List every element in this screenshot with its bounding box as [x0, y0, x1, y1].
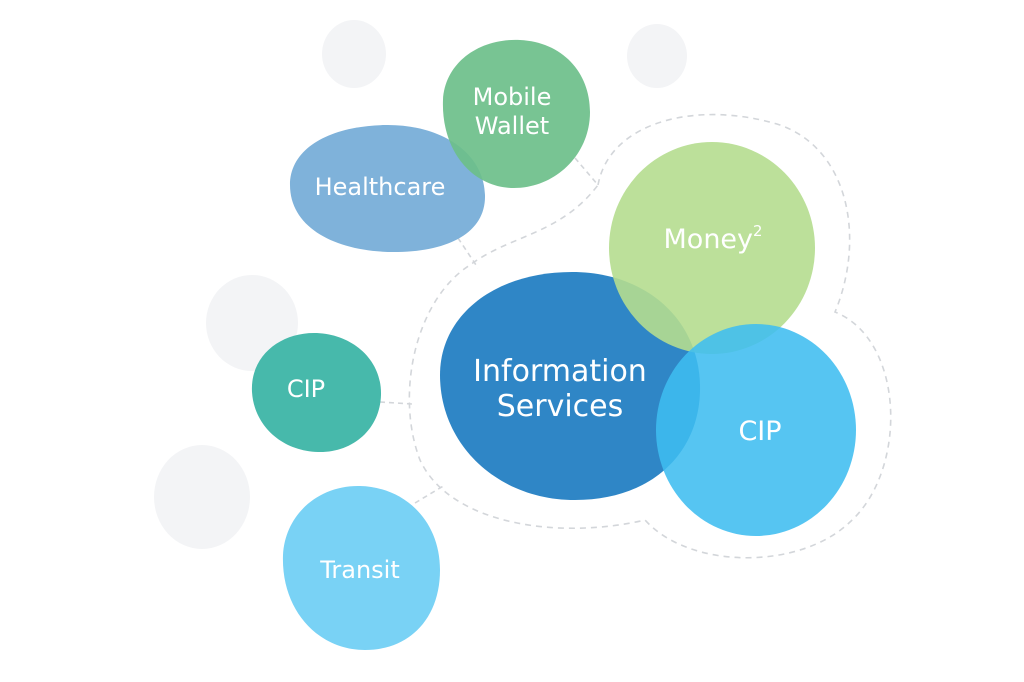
transit-bubble[interactable]	[282, 485, 440, 650]
money-label-superscript: 2	[753, 222, 763, 241]
cip-main-label: CIP	[715, 416, 805, 448]
transit-label-text: Transit	[320, 556, 400, 584]
money-bubble[interactable]	[609, 142, 815, 354]
information-services-bubble[interactable]	[440, 272, 701, 500]
placeholder-circle-top-right	[627, 24, 687, 88]
information-services-label: Information Services	[470, 354, 650, 424]
connector-transit	[414, 484, 446, 504]
mobile-wallet-label-line1: Mobile	[472, 83, 552, 111]
connector-healthcare	[457, 237, 479, 269]
connector-mobile-wallet	[574, 157, 599, 186]
mobile-wallet-bubble[interactable]	[442, 39, 590, 188]
cip-small-label: CIP	[270, 375, 342, 404]
information-services-label-line2: Services	[496, 388, 624, 424]
healthcare-label: Healthcare	[300, 173, 460, 202]
transit-label: Transit	[305, 556, 415, 585]
money-label-text: Money	[663, 224, 754, 255]
healthcare-label-text: Healthcare	[314, 173, 446, 201]
placeholder-circle-bottom-left	[154, 445, 250, 549]
cip-small-bubble[interactable]	[251, 333, 382, 453]
money-label: Money2	[640, 224, 786, 256]
cip-main-label-text: CIP	[738, 416, 782, 447]
placeholder-circle-top-left	[322, 20, 386, 88]
cluster-dashed-outline	[408, 113, 892, 559]
information-services-label-line1: Information	[473, 354, 647, 389]
mobile-wallet-label-line2: Wallet	[474, 111, 550, 140]
cip-small-label-text: CIP	[286, 375, 326, 403]
healthcare-bubble[interactable]	[290, 124, 486, 253]
mobile-wallet-label: Mobile Wallet	[462, 83, 562, 141]
connector-cip-small	[379, 401, 413, 405]
cip-main-bubble[interactable]	[656, 324, 856, 536]
